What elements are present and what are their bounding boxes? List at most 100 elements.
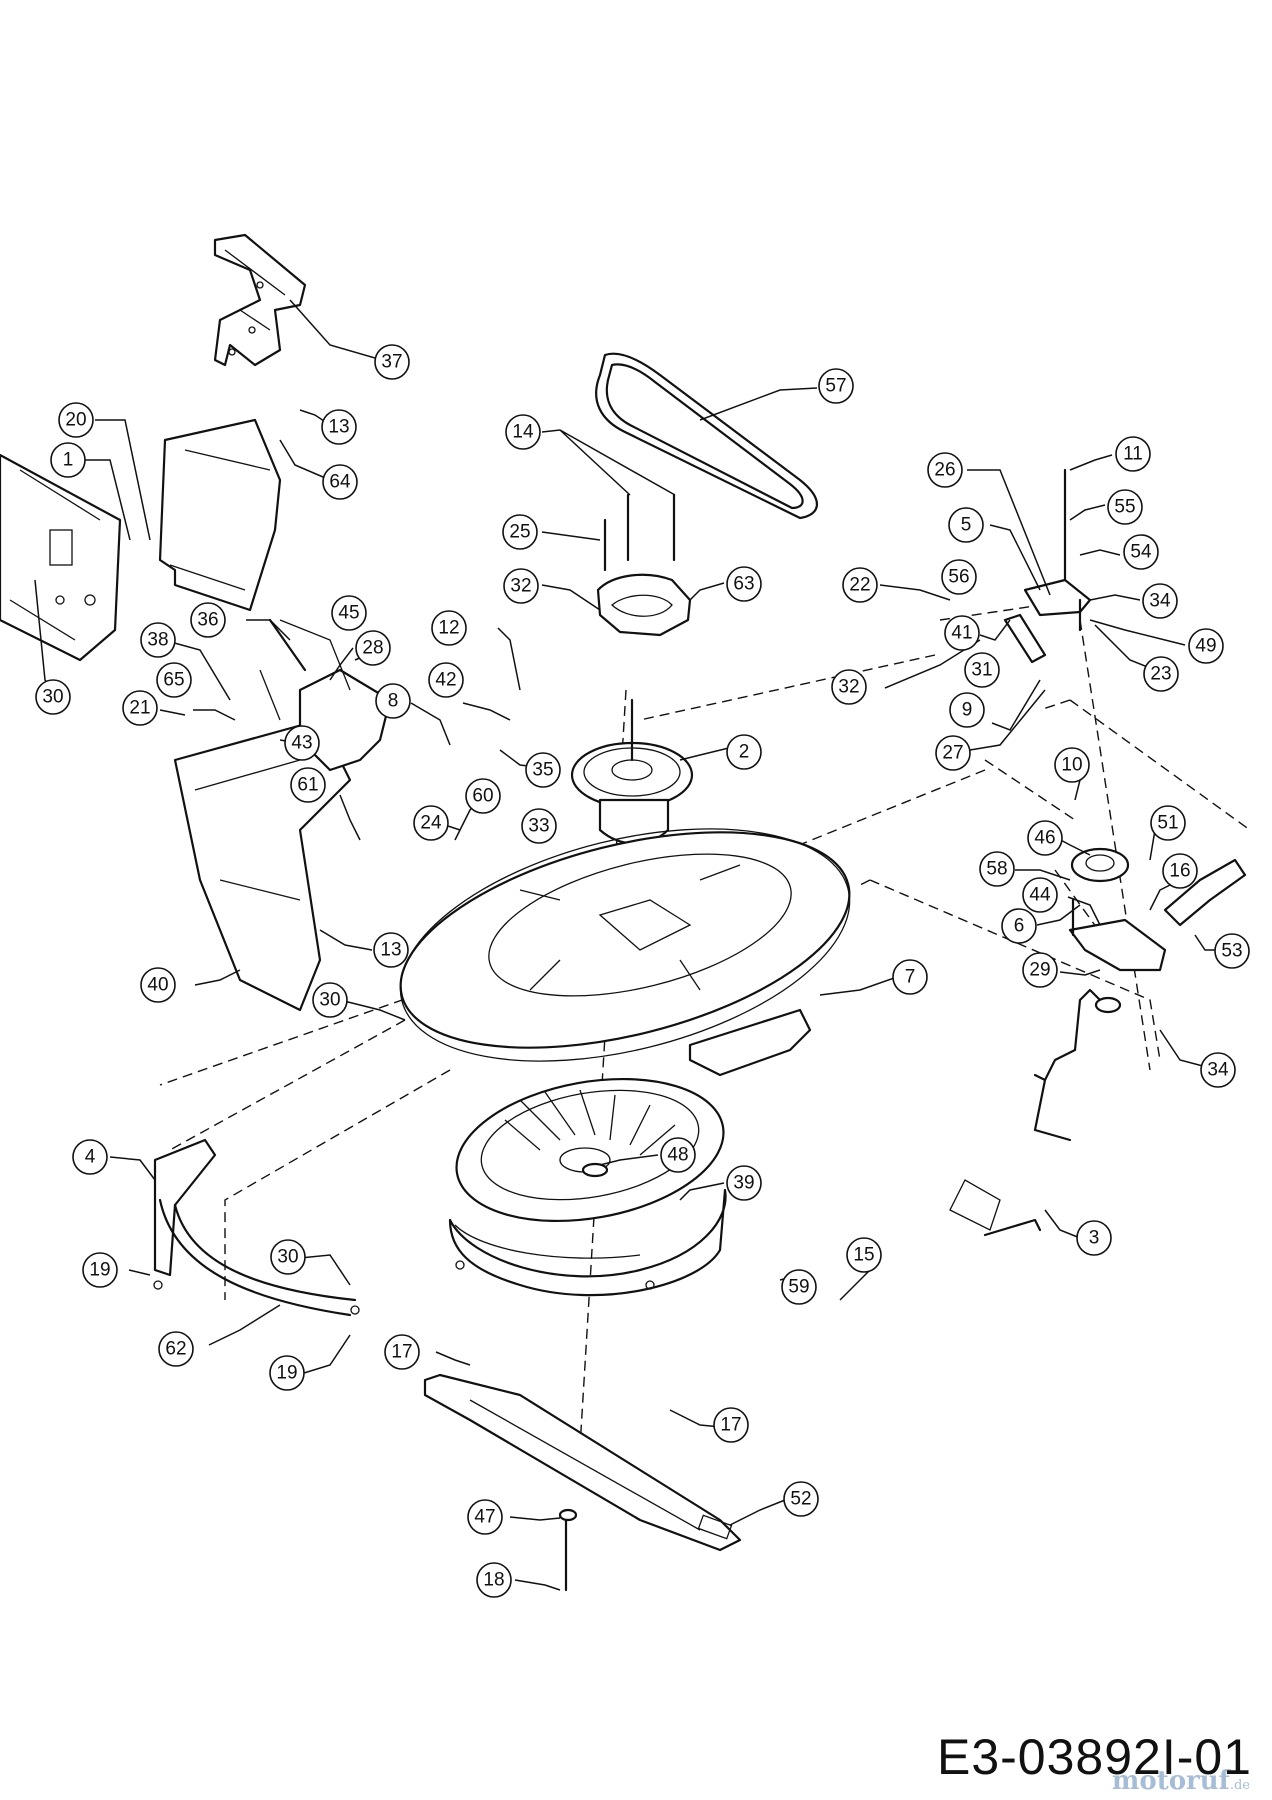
svg-text:37: 37 — [381, 352, 402, 373]
callout-57: 57 — [818, 368, 854, 404]
callout-31: 31 — [964, 652, 1000, 688]
callout-4: 4 — [72, 1139, 108, 1175]
callout-13: 13 — [321, 409, 357, 445]
callout-42: 42 — [428, 662, 464, 698]
callout-12: 12 — [431, 610, 467, 646]
callout-20: 20 — [58, 402, 94, 438]
callout-16: 16 — [1162, 853, 1198, 889]
callout-28: 28 — [355, 630, 391, 666]
svg-text:17: 17 — [391, 1342, 412, 1363]
svg-text:2: 2 — [739, 742, 750, 763]
callout-13: 13 — [373, 932, 409, 968]
svg-text:46: 46 — [1034, 828, 1055, 849]
part-62-skirt-strip — [158, 1198, 357, 1317]
svg-text:32: 32 — [838, 677, 859, 698]
callout-30: 30 — [270, 1239, 306, 1275]
callout-34: 34 — [1142, 583, 1178, 619]
callout-3: 3 — [1076, 1220, 1112, 1256]
callout-61: 61 — [290, 767, 326, 803]
callout-9: 9 — [949, 692, 985, 728]
callout-56: 56 — [941, 559, 977, 595]
svg-text:41: 41 — [951, 623, 972, 644]
svg-text:11: 11 — [1123, 444, 1143, 465]
svg-text:15: 15 — [853, 1245, 874, 1266]
svg-text:24: 24 — [420, 813, 442, 834]
callout-36: 36 — [190, 602, 226, 638]
callout-54: 54 — [1123, 534, 1159, 570]
callout-11: 11 — [1115, 436, 1151, 472]
callout-43: 43 — [284, 725, 320, 761]
callout-33: 33 — [521, 808, 557, 844]
callout-59: 59 — [781, 1269, 817, 1305]
callout-26: 26 — [927, 452, 963, 488]
callout-53: 53 — [1214, 933, 1250, 969]
part-2-pulley — [570, 698, 694, 845]
svg-text:58: 58 — [986, 859, 1007, 880]
watermark-brand: motoruf — [1111, 1766, 1230, 1796]
callout-27: 27 — [935, 735, 971, 771]
callout-19: 19 — [82, 1252, 118, 1288]
callout-6: 6 — [1001, 908, 1037, 944]
callout-46: 46 — [1027, 820, 1063, 856]
svg-text:8: 8 — [388, 691, 399, 712]
svg-text:43: 43 — [291, 733, 312, 754]
callout-14: 14 — [505, 414, 541, 450]
svg-text:57: 57 — [825, 376, 846, 397]
svg-text:38: 38 — [147, 630, 168, 651]
part-59-blade-housing — [448, 1188, 727, 1297]
part-57-belt — [595, 352, 818, 520]
svg-text:55: 55 — [1114, 497, 1135, 518]
callout-52: 52 — [783, 1481, 819, 1517]
callout-35: 35 — [525, 752, 561, 788]
svg-text:13: 13 — [380, 940, 401, 961]
svg-text:33: 33 — [528, 816, 549, 837]
svg-text:35: 35 — [532, 760, 553, 781]
callout-37: 37 — [374, 344, 410, 380]
callout-45: 45 — [331, 595, 367, 631]
callout-40: 40 — [140, 967, 176, 1003]
callout-65: 65 — [156, 662, 192, 698]
callout-51: 51 — [1150, 805, 1186, 841]
callout-25: 25 — [502, 514, 538, 550]
svg-text:54: 54 — [1130, 542, 1152, 563]
callout-32: 32 — [503, 568, 539, 604]
svg-text:30: 30 — [319, 990, 340, 1011]
callout-49: 49 — [1188, 628, 1224, 664]
svg-text:63: 63 — [733, 574, 754, 595]
svg-text:62: 62 — [165, 1339, 186, 1360]
svg-text:39: 39 — [733, 1173, 754, 1194]
svg-text:14: 14 — [512, 422, 534, 443]
watermark-suffix: .de — [1229, 1778, 1250, 1793]
callout-38: 38 — [140, 622, 176, 658]
svg-text:13: 13 — [328, 417, 349, 438]
callout-62: 62 — [158, 1331, 194, 1367]
part-6-idler-arm — [1068, 858, 1247, 972]
callout-1: 1 — [50, 442, 86, 478]
svg-text:52: 52 — [790, 1489, 811, 1510]
svg-text:47: 47 — [474, 1507, 495, 1528]
callout-39: 39 — [726, 1165, 762, 1201]
part-7-mower-deck — [399, 828, 851, 1077]
callout-48: 48 — [660, 1137, 696, 1173]
svg-text:16: 16 — [1169, 861, 1190, 882]
svg-text:34: 34 — [1149, 591, 1171, 612]
callout-10: 10 — [1054, 747, 1090, 783]
svg-text:23: 23 — [1150, 664, 1171, 685]
svg-text:32: 32 — [510, 576, 531, 597]
svg-text:9: 9 — [962, 700, 973, 721]
callout-55: 55 — [1107, 489, 1143, 525]
svg-text:51: 51 — [1157, 813, 1178, 834]
svg-text:48: 48 — [667, 1145, 688, 1166]
svg-text:7: 7 — [905, 967, 916, 988]
svg-text:3: 3 — [1089, 1228, 1100, 1249]
callout-22: 22 — [842, 567, 878, 603]
hardware-bolts — [153, 898, 1122, 1592]
callouts: 37 13 64 20 1 30 57 14 25 32 63 11 26 55… — [35, 344, 1250, 1598]
part-63-mount-plate — [596, 493, 692, 637]
svg-text:30: 30 — [42, 687, 63, 708]
part-52-blade — [423, 1373, 742, 1552]
svg-text:56: 56 — [948, 567, 969, 588]
svg-text:10: 10 — [1061, 755, 1082, 776]
svg-text:21: 21 — [129, 698, 150, 719]
callout-21: 21 — [122, 690, 158, 726]
